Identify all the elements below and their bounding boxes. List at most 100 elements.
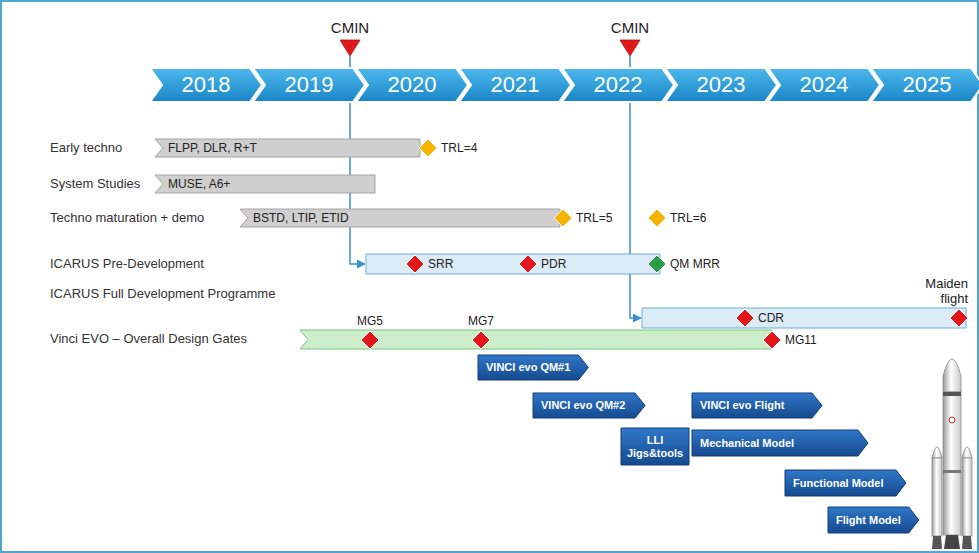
bar-shape <box>642 308 966 328</box>
year-chevron-shape-outline <box>562 68 674 102</box>
year-label: 2019 <box>265 68 353 102</box>
year-chevron: 2021 <box>459 68 571 102</box>
milestone-diamond: TRL=4 <box>419 139 437 157</box>
timeline-bar: ICARUS Full Development ProgrammeCDRMaid… <box>642 308 966 328</box>
cmin-triangle <box>340 40 360 56</box>
work-package-arrow: VINCI evo QM#2 <box>533 393 645 418</box>
year-label: 2018 <box>162 68 250 102</box>
package-label: Flight Model <box>836 507 901 533</box>
milestone-label: TRL=6 <box>670 211 706 225</box>
package-label: LLI Jigs&tools <box>624 434 686 460</box>
milestone-label: MG7 <box>468 314 494 328</box>
milestone-diamond: MG5 <box>361 331 379 349</box>
year-label: 2021 <box>471 68 559 102</box>
milestone-label: MG11 <box>785 333 817 347</box>
year-chevron: 2022 <box>562 68 674 102</box>
diamond-shape-outline <box>648 209 666 227</box>
diamond-shape-outline <box>950 309 968 327</box>
package-shape-outline <box>478 355 588 380</box>
bar-shape-outline <box>366 254 660 274</box>
timeline-bar: ICARUS Pre-DevelopmentSRRPDRQM MRR <box>366 254 660 274</box>
diamond-shape-outline <box>472 331 490 349</box>
bar-shape-outline <box>155 139 420 157</box>
milestone-label: TRL=5 <box>576 211 612 225</box>
bar-shape-outline <box>642 308 966 328</box>
bar-shape-outline <box>240 209 560 227</box>
cmin-label: CMIN <box>611 19 649 37</box>
year-label: 2023 <box>677 68 765 102</box>
year-chevron: 2019 <box>253 68 365 102</box>
diamond-shape-outline <box>519 255 537 273</box>
year-chevron-shape-outline <box>253 68 365 102</box>
year-label: 2024 <box>780 68 868 102</box>
diamond-shape <box>763 331 781 349</box>
diamond-shape-outline <box>419 139 437 157</box>
diamond-shape <box>648 209 666 227</box>
milestone-diamond: SRR <box>406 255 424 273</box>
work-package-arrow: VINCI evo Flight <box>692 393 822 418</box>
milestone-diamond: MG7 <box>472 331 490 349</box>
year-chevron: 2025 <box>871 68 979 102</box>
milestone-label: SRR <box>428 257 453 271</box>
diamond-shape <box>472 331 490 349</box>
cmin-marker: CMIN <box>620 40 640 56</box>
year-chevron-shape-outline <box>459 68 571 102</box>
milestone-diamond: TRL=5 <box>554 209 572 227</box>
bar-shape-outline <box>300 330 772 349</box>
work-package-arrow: Flight Model <box>828 507 919 533</box>
year-label: 2025 <box>883 68 971 102</box>
work-package-arrow: Functional Model <box>785 470 906 496</box>
diamond-shape-outline <box>406 255 424 273</box>
row-label: ICARUS Pre-Development <box>50 256 204 272</box>
milestone-diamond: PDR <box>519 255 537 273</box>
work-package-arrow: Mechanical Model <box>692 430 868 456</box>
package-label: Functional Model <box>793 470 883 496</box>
bar-text: FLPP, DLR, R+T <box>168 139 257 157</box>
package-shape-outline <box>621 428 689 465</box>
year-chevron-shape-outline <box>356 68 468 102</box>
cmin-triangle-outline <box>620 40 640 56</box>
row-label: Early techno <box>50 140 122 156</box>
year-chevron-shape-outline <box>768 68 880 102</box>
package-label: VINCI evo QM#2 <box>541 393 625 418</box>
year-chevron: 2024 <box>768 68 880 102</box>
diamond-shape <box>736 309 754 327</box>
diamond-shape <box>406 255 424 273</box>
package-shape-outline <box>828 507 919 533</box>
milestone-diamond: TRL=6 <box>648 209 666 227</box>
row-label: Vinci EVO – Overall Design Gates <box>50 331 247 347</box>
timeline-bar: System StudiesMUSE, A6+ <box>155 175 375 193</box>
diamond-shape <box>419 139 437 157</box>
milestone-diamond: CDR <box>736 309 754 327</box>
year-chevron-shape-outline <box>665 68 777 102</box>
year-label: 2020 <box>368 68 456 102</box>
diamond-shape <box>554 209 572 227</box>
cmin-marker: CMIN <box>340 40 360 56</box>
row-label: ICARUS Full Development Programme <box>50 286 275 302</box>
year-label: 2022 <box>574 68 662 102</box>
package-shape-outline <box>533 393 645 418</box>
package-shape-outline <box>785 470 906 496</box>
work-package-arrow: LLI Jigs&tools <box>621 428 689 465</box>
diamond-shape-outline <box>763 331 781 349</box>
row-label: System Studies <box>50 176 140 192</box>
year-chevron: 2023 <box>665 68 777 102</box>
cmin-triangle <box>620 40 640 56</box>
diamond-shape-outline <box>361 331 379 349</box>
milestone-diamond: MG11 <box>763 331 781 349</box>
diamond-shape-outline <box>554 209 572 227</box>
bar-text: MUSE, A6+ <box>168 175 230 193</box>
diamond-shape <box>361 331 379 349</box>
diamond-shape-outline <box>648 255 666 273</box>
milestone-diamond: QM MRR <box>648 255 666 273</box>
diamond-shape-outline <box>736 309 754 327</box>
year-chevron-shape-outline <box>871 68 979 102</box>
milestone-diamond: Maiden flight <box>950 309 968 327</box>
package-shape-outline <box>692 430 868 456</box>
timeline-bar: Early technoFLPP, DLR, R+T <box>155 139 420 157</box>
work-package-arrow: VINCI evo QM#1 <box>478 355 588 380</box>
diamond-shape <box>648 255 666 273</box>
bar-shape-outline <box>155 175 375 193</box>
row-label: Techno maturation + demo <box>50 210 204 226</box>
year-chevron: 2020 <box>356 68 468 102</box>
